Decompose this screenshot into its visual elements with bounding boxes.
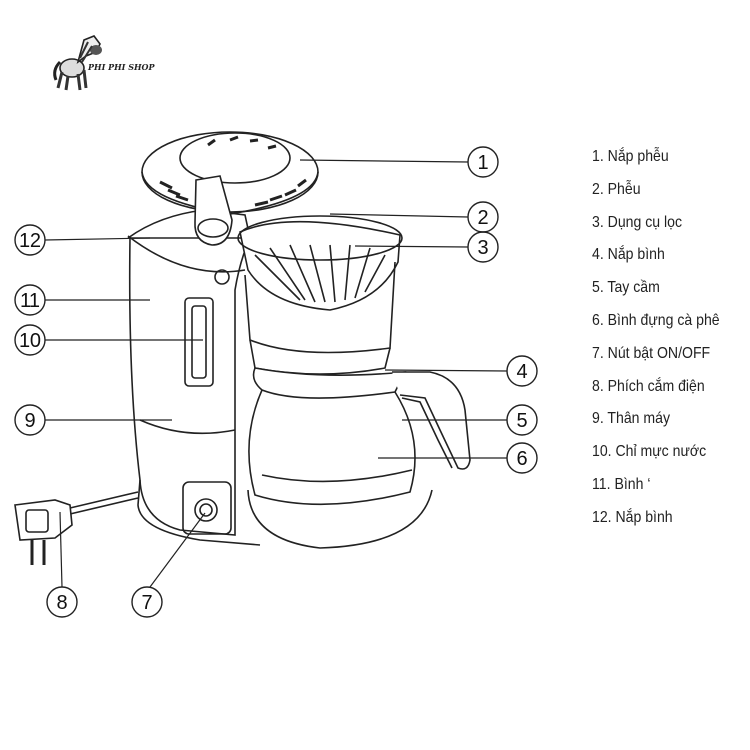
leader-lines [44,159,508,588]
legend-item: 5. Tay cầm [592,279,660,297]
shop-logo-text: PHI PHI SHOP [88,62,155,72]
power-plug [14,491,139,565]
legend-item: 7. Nút bật ON/OFF [592,344,711,362]
carafe [247,367,471,549]
legend-item: 11. Bình ‘ [592,475,651,493]
legend-item: 6. Bình đựng cà phê [592,311,720,329]
callout-8 [46,586,78,618]
legend-item: 8. Phích cắm điện [592,377,705,395]
callout-12 [14,224,46,256]
callout-label: 12 [19,230,41,252]
legend-item: 12. Nắp bình [592,508,673,526]
callout-4 [506,355,538,387]
callout-label: 7 [141,592,152,614]
callout-label: 1 [477,152,488,174]
callout-label: 5 [516,410,527,432]
callout-label: 11 [20,290,40,312]
legend-item: 1. Nắp phễu [592,148,669,165]
callout-10 [14,324,46,356]
callout-11 [14,284,46,316]
funnel [237,215,403,375]
callout-label: 6 [516,448,527,470]
callout-7 [131,586,163,618]
legend-item: 9. Thân máy [592,410,671,428]
zebra-logo-icon [53,35,102,91]
legend-item: 3. Dụng cụ lọc [592,213,683,231]
callout-9 [14,404,46,436]
callout-label: 4 [516,361,527,383]
callout-label: 3 [477,237,488,259]
funnel-lid [141,131,319,246]
legend-item: 2. Phễu [592,180,641,198]
legend-item: 4. Nắp bình [592,246,665,264]
callout-1 [467,146,499,178]
machine-body [127,209,261,546]
callout-label: 8 [56,592,67,614]
power-button [194,498,218,522]
callout-label: 10 [19,330,41,352]
water-level-window [184,297,214,387]
callout-label: 9 [24,410,35,432]
callout-5 [506,404,538,436]
callout-circles [14,146,538,618]
callout-6 [506,442,538,474]
parts-legend: 1. Nắp phễu 2. Phễu 3. Dụng cụ lọc 4. Nắ… [592,145,737,539]
legend-item: 10. Chỉ mực nước [592,443,707,461]
callout-3 [467,231,499,263]
callout-label: 2 [477,207,488,229]
